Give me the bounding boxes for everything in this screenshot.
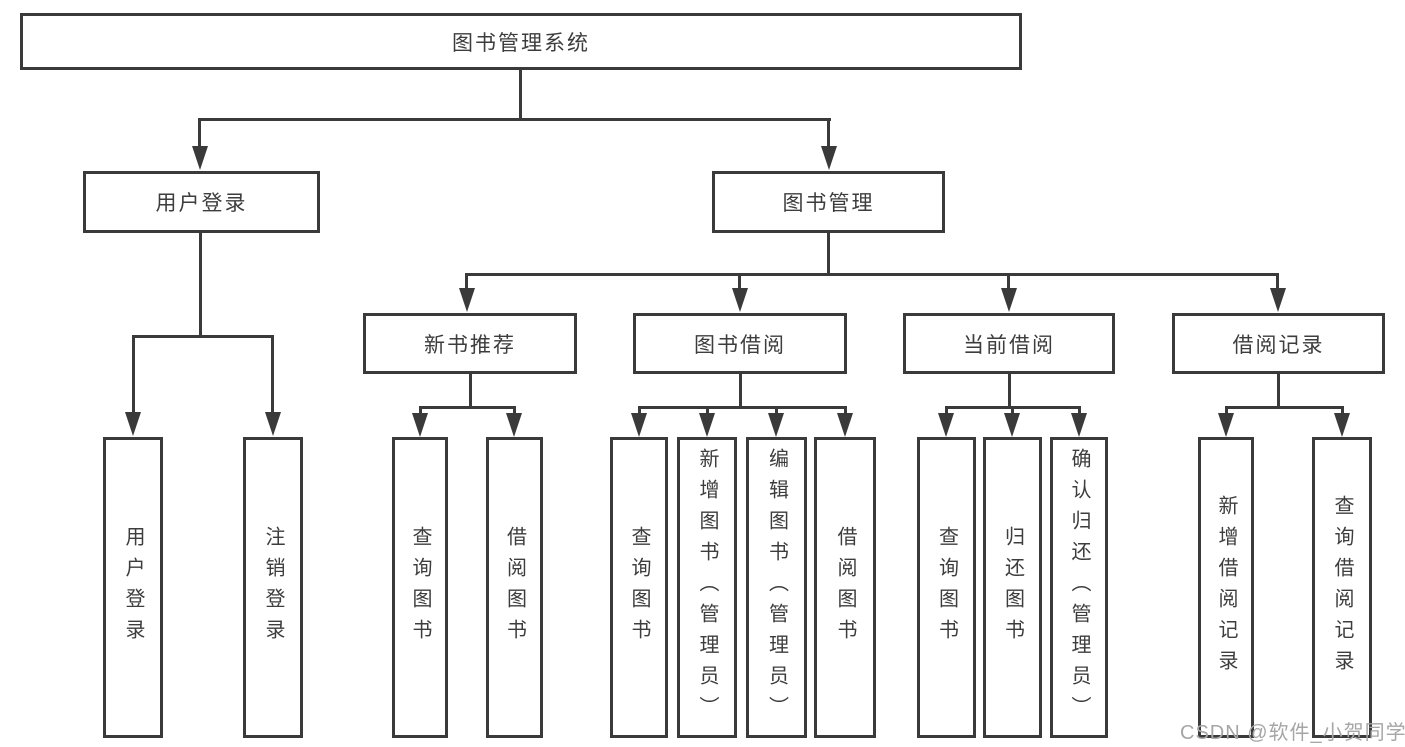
connector-leafstub-2 xyxy=(513,406,516,414)
connector-to-user-login xyxy=(198,118,201,146)
connector-new-recommend-stub xyxy=(469,374,472,406)
connector-to-current-borrow xyxy=(1007,273,1010,288)
node-new-recommend: 新书推荐 xyxy=(363,313,577,374)
leaf-confirm-return-admin: 确认归还（管理员） xyxy=(1050,437,1108,738)
leaf-edit-book-admin: 编辑图书（管理员） xyxy=(746,437,807,738)
connector-to-leaf-user-login xyxy=(132,335,135,412)
node-user-login-label: 用户登录 xyxy=(155,192,248,215)
leaf-add-borrow-record: 新增借阅记录 xyxy=(1198,437,1254,738)
node-borrow-records: 借阅记录 xyxy=(1172,313,1385,374)
arrowhead-leaf-8 xyxy=(1004,413,1020,437)
node-borrow-records-label: 借阅记录 xyxy=(1232,333,1325,357)
connector-book-mgmt-stub xyxy=(827,233,830,273)
connector-user-login-split xyxy=(132,335,274,338)
arrowhead-leaf-10 xyxy=(1218,413,1234,437)
leaf-borrow-book-recommend: 借阅图书 xyxy=(486,437,543,738)
arrowhead-leaf-11 xyxy=(1334,413,1350,437)
arrowhead-leaf-1 xyxy=(412,413,428,437)
connector-leafstub-7 xyxy=(945,406,948,414)
leaf-confirm-return-admin-label: 确认归还（管理员） xyxy=(1068,448,1090,727)
leaf-query-book-current: 查询图书 xyxy=(917,437,976,738)
arrowhead-to-current-borrow xyxy=(1001,288,1017,312)
connector-current-borrow-stub xyxy=(1008,374,1011,406)
connector-new-recommend-split xyxy=(419,406,516,409)
connector-leafstub-10 xyxy=(1225,406,1228,414)
node-book-mgmt: 图书管理 xyxy=(712,171,945,233)
node-book-borrow-label: 图书借阅 xyxy=(694,333,786,357)
leaf-borrow-book-recommend-label: 借阅图书 xyxy=(503,525,526,650)
leaf-edit-book-admin-label: 编辑图书（管理员） xyxy=(765,448,788,727)
arrowhead-leaf-6 xyxy=(837,413,853,437)
connector-leafstub-8 xyxy=(1011,406,1014,414)
connector-book-borrow-split xyxy=(638,406,846,409)
node-root-label: 图书管理系统 xyxy=(452,31,590,55)
watermark: CSDN @软件_小贺同学 xyxy=(1180,722,1405,744)
node-book-borrow: 图书借阅 xyxy=(633,313,847,374)
leaf-query-book-borrow: 查询图书 xyxy=(610,437,668,738)
node-current-borrow: 当前借阅 xyxy=(903,313,1115,374)
leaf-query-book-recommend: 查询图书 xyxy=(392,437,448,738)
leaf-borrow-book-borrow-label: 借阅图书 xyxy=(834,525,856,650)
connector-to-new-recommend xyxy=(465,273,468,288)
connector-leafstub-11 xyxy=(1341,406,1344,414)
connector-leafstub-3 xyxy=(638,406,641,414)
arrowhead-to-book-mgmt xyxy=(821,146,837,170)
leaf-borrow-book-borrow: 借阅图书 xyxy=(814,437,876,738)
arrowhead-leaf-9 xyxy=(1071,413,1087,437)
connector-to-book-mgmt xyxy=(827,118,830,146)
connector-to-borrow-records xyxy=(1276,273,1279,288)
node-current-borrow-label: 当前借阅 xyxy=(963,333,1055,357)
connector-leafstub-6 xyxy=(844,406,847,414)
connector-leafstub-1 xyxy=(419,406,422,414)
arrowhead-leaf-3 xyxy=(631,413,647,437)
arrowhead-to-new-recommend xyxy=(459,288,475,312)
arrowhead-leaf-7 xyxy=(938,413,954,437)
leaf-add-borrow-record-label: 新增借阅记录 xyxy=(1215,494,1237,681)
connector-level1-split xyxy=(198,118,831,121)
arrowhead-leaf-4 xyxy=(699,413,715,437)
leaf-query-book-recommend-label: 查询图书 xyxy=(409,525,431,650)
leaf-query-borrow-record-label: 查询借阅记录 xyxy=(1331,494,1353,681)
leaf-add-book-admin-label: 新增图书（管理员） xyxy=(696,448,718,727)
connector-to-book-borrow xyxy=(738,273,741,288)
node-book-mgmt-label: 图书管理 xyxy=(782,192,875,215)
leaf-logout-login-label: 注销登录 xyxy=(262,525,284,650)
connector-leafstub-4 xyxy=(706,406,709,414)
connector-leafstub-9 xyxy=(1078,406,1081,414)
leaf-query-borrow-record: 查询借阅记录 xyxy=(1312,437,1372,738)
leaf-user-login-label: 用户登录 xyxy=(122,525,144,650)
arrowhead-leaf-5 xyxy=(768,413,784,437)
arrowhead-to-book-borrow xyxy=(732,288,748,312)
connector-borrow-records-split xyxy=(1225,406,1343,409)
connector-book-borrow-stub xyxy=(739,374,742,406)
connector-level2-split xyxy=(465,273,1279,276)
node-new-recommend-label: 新书推荐 xyxy=(424,333,516,357)
connector-trunk xyxy=(519,70,522,118)
leaf-add-book-admin: 新增图书（管理员） xyxy=(677,437,737,738)
node-user-login: 用户登录 xyxy=(83,171,320,233)
leaf-user-login: 用户登录 xyxy=(103,437,163,738)
arrowhead-leaf-2 xyxy=(506,413,522,437)
connector-to-leaf-logout xyxy=(271,335,274,412)
leaf-query-book-borrow-label: 查询图书 xyxy=(628,525,650,650)
leaf-return-book: 归还图书 xyxy=(983,437,1042,738)
connector-borrow-records-stub xyxy=(1277,374,1280,406)
arrowhead-to-leaf-user-login xyxy=(125,412,141,436)
node-root: 图书管理系统 xyxy=(20,13,1022,70)
connector-user-login-stub xyxy=(199,233,202,335)
arrowhead-to-leaf-logout xyxy=(265,412,281,436)
leaf-logout-login: 注销登录 xyxy=(243,437,303,738)
connector-leafstub-5 xyxy=(775,406,778,414)
arrowhead-to-borrow-records xyxy=(1270,288,1286,312)
arrowhead-to-user-login xyxy=(192,146,208,170)
leaf-return-book-label: 归还图书 xyxy=(1001,525,1024,650)
leaf-query-book-current-label: 查询图书 xyxy=(935,525,958,650)
